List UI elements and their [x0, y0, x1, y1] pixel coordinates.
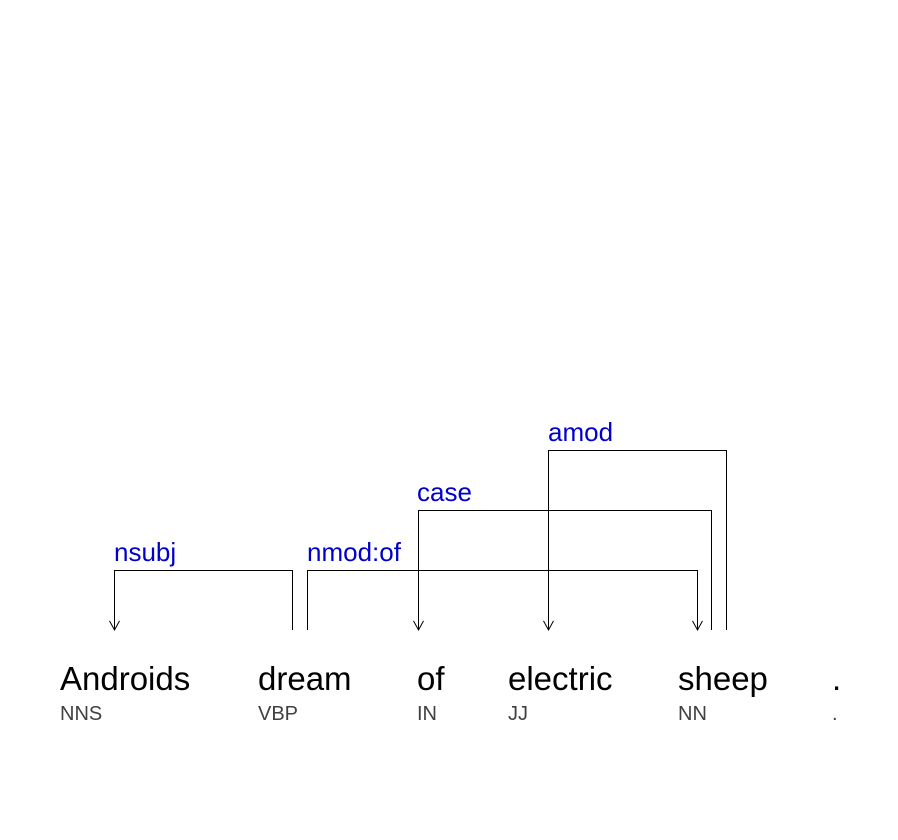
token-tag: . [832, 703, 838, 725]
token-tag: JJ [508, 703, 528, 725]
token-tag: NNS [60, 703, 102, 725]
arc-nmod-of [307, 570, 698, 630]
token-word: . [832, 660, 841, 697]
relation-label: amod [548, 417, 613, 447]
token-word: Androids [60, 660, 190, 697]
token-word: of [417, 660, 445, 697]
token-word: sheep [678, 660, 768, 697]
relation-label: case [417, 477, 472, 507]
token-tag: NN [678, 703, 707, 725]
arc-case [418, 510, 712, 630]
arrowhead-icon [543, 620, 554, 632]
token-word: electric [508, 660, 613, 697]
relation-label: nmod:of [307, 537, 402, 567]
relation-label: nsubj [114, 537, 176, 567]
arrowhead-icon [413, 620, 424, 632]
arc-nsubj [114, 570, 293, 630]
arrowhead-icon [692, 620, 703, 632]
arc-amod [548, 450, 727, 630]
arrowhead-icon [109, 620, 120, 632]
token-tag: VBP [258, 703, 298, 725]
token-tag: IN [417, 703, 437, 725]
token-word: dream [258, 660, 352, 697]
dependency-arcs: nsubj nmod:of case amod [109, 417, 727, 632]
token-row: Androids NNS dream VBP of IN electric JJ… [60, 660, 841, 725]
